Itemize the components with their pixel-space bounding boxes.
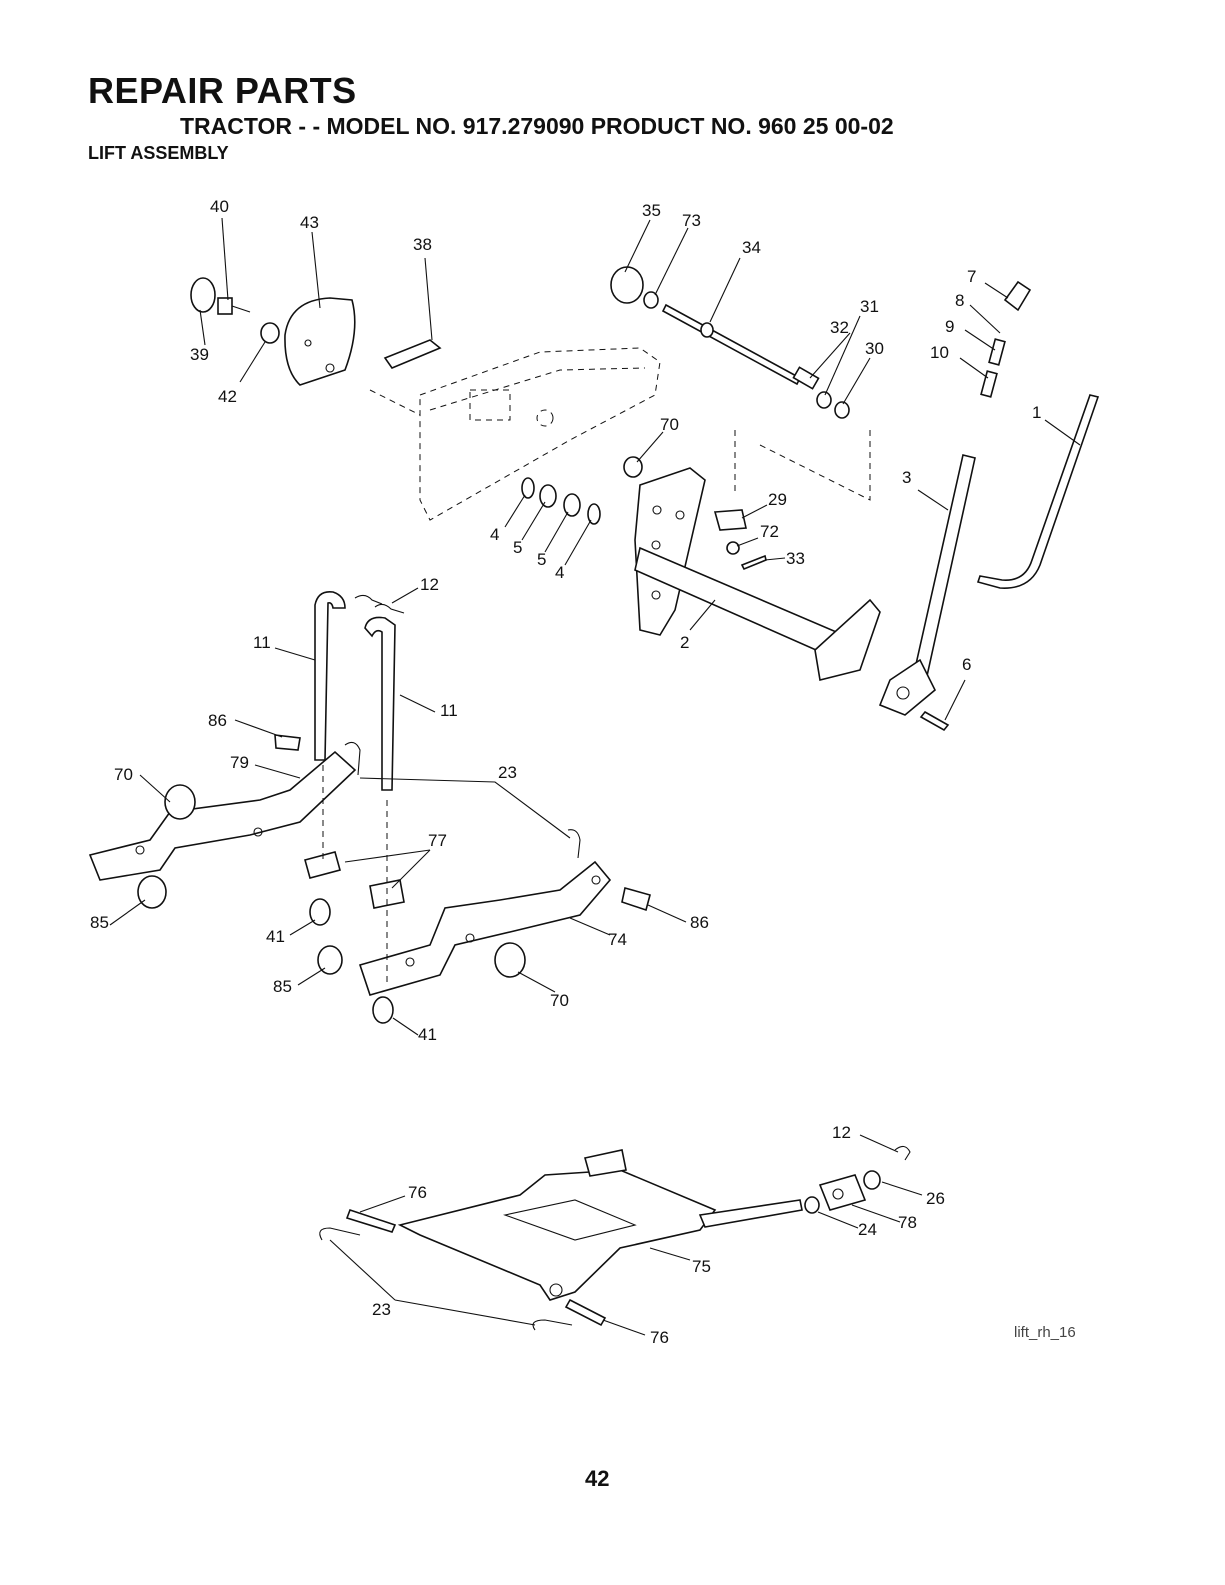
nut-26: [864, 1171, 880, 1189]
callout-23-top: 23: [498, 763, 517, 782]
screw-6: [921, 712, 948, 730]
rod-bottom: [700, 1200, 802, 1227]
nut-24: [805, 1197, 819, 1213]
callout-2: 2: [680, 633, 689, 652]
spacer-43: [285, 298, 355, 385]
callout-70-right: 70: [550, 991, 569, 1010]
knob-85-left: [138, 876, 166, 908]
lift-link-11-right: [365, 617, 395, 790]
callout-78: 78: [898, 1213, 917, 1232]
trunnion-78: [820, 1175, 865, 1210]
callout-70-top: 70: [660, 415, 679, 434]
callout-3: 3: [902, 468, 911, 487]
callout-4-left: 4: [490, 525, 499, 544]
callout-73: 73: [682, 211, 701, 230]
callout-5-right: 5: [537, 550, 546, 569]
pin-9: [989, 339, 1005, 365]
lift-link-11-left: [315, 592, 345, 760]
callout-11-left: 11: [253, 633, 271, 652]
callout-7: 7: [967, 267, 976, 286]
clip-12-bottom: [895, 1146, 910, 1160]
callout-23-bottom: 23: [372, 1300, 391, 1319]
callout-70-left: 70: [114, 765, 133, 784]
callout-8: 8: [955, 291, 964, 310]
callout-24: 24: [858, 1220, 877, 1239]
clip-23: [345, 742, 580, 858]
callout-74: 74: [608, 930, 627, 949]
clips-washers: [522, 478, 600, 524]
pin-33: [742, 556, 766, 569]
callout-75: 75: [692, 1257, 711, 1276]
nut-30: [835, 402, 849, 418]
callout-11-right: 11: [440, 701, 458, 720]
callout-38: 38: [413, 235, 432, 254]
page-number: 42: [585, 1466, 609, 1492]
callout-26: 26: [926, 1189, 945, 1208]
frame-plate: [370, 348, 660, 520]
callout-76-top: 76: [408, 1183, 427, 1202]
spring-32: [793, 367, 818, 388]
callout-29: 29: [768, 490, 787, 509]
callout-79: 79: [230, 753, 249, 772]
callout-12-top: 12: [420, 575, 439, 594]
washer-72: [727, 542, 739, 554]
callout-41-left: 41: [266, 927, 285, 946]
callout-31: 31: [860, 297, 879, 316]
stud-29: [715, 510, 746, 530]
figure-reference: lift_rh_16: [1014, 1324, 1076, 1341]
washer-31: [817, 392, 831, 408]
callout-86-left: 86: [208, 711, 227, 730]
callout-6: 6: [962, 655, 971, 674]
rod-34: [663, 305, 800, 384]
callout-85-left: 85: [90, 913, 109, 932]
callout-12-bottom: 12: [832, 1123, 851, 1142]
bracket-38: [385, 340, 440, 368]
callout-77: 77: [428, 831, 447, 850]
bushing-70-right: [495, 943, 525, 977]
callout-86-right: 86: [690, 913, 709, 932]
clips-12: [355, 595, 404, 613]
washer-42: [261, 323, 279, 343]
ring-39: [191, 278, 215, 312]
bolt-40: [218, 298, 250, 314]
callout-30: 30: [865, 339, 884, 358]
callout-35: 35: [642, 201, 661, 220]
callout-32: 32: [830, 318, 849, 337]
callout-85-right: 85: [273, 977, 292, 996]
callout-34: 34: [742, 238, 761, 257]
callout-33: 33: [786, 549, 805, 568]
callout-43: 43: [300, 213, 319, 232]
lever-3: [880, 455, 975, 715]
callout-1: 1: [1032, 403, 1041, 422]
callout-39: 39: [190, 345, 209, 364]
callout-10: 10: [930, 343, 949, 362]
callout-72: 72: [760, 522, 779, 541]
knob-35: [611, 267, 643, 303]
callout-5-left: 5: [513, 538, 522, 557]
callout-76-bottom: 76: [650, 1328, 669, 1347]
grip-7: [1005, 282, 1030, 310]
callout-40: 40: [210, 197, 229, 216]
callout-41-right: 41: [418, 1025, 437, 1044]
callout-42: 42: [218, 387, 237, 406]
callout-4-right: 4: [555, 563, 564, 582]
callout-9: 9: [945, 317, 954, 336]
handle-rod-1: [978, 395, 1098, 588]
bracket-75: [400, 1170, 715, 1300]
